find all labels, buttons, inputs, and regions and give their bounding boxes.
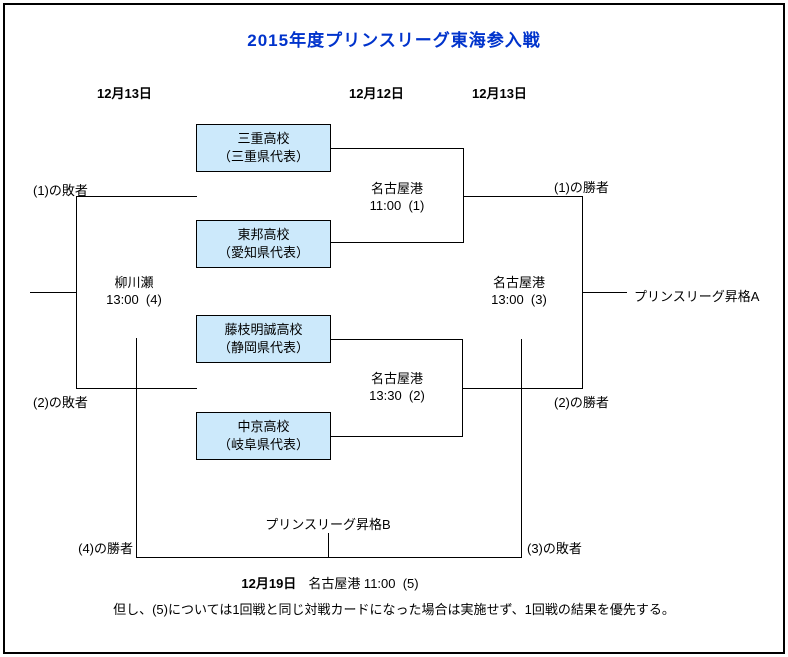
team-box-fujieda-meisei: 藤枝明誠高校 （静岡県代表） (196, 315, 331, 363)
m2-top-connector (331, 339, 463, 340)
match-time: 13:00 (4) (106, 292, 162, 307)
final-match-detail: 名古屋港 11:00 (5) (308, 576, 419, 591)
match-2-label: 名古屋港 13:30 (2) (332, 370, 462, 404)
round-date-left: 12月13日 (97, 86, 152, 101)
match-venue: 名古屋港 (370, 181, 423, 196)
match-1-label: 名古屋港 11:00 (1) (332, 180, 462, 214)
team-box-chukyo: 中京高校 （岐阜県代表） (196, 412, 331, 460)
page-title: 2015年度プリンスリーグ東海参入戦 (247, 31, 541, 50)
match-venue: 柳川瀬 (114, 275, 154, 290)
round-date-right: 12月13日 (472, 86, 527, 101)
team-box-toho: 東邦高校 （愛知県代表） (196, 220, 331, 268)
label-winner-2: (2)の勝者 (554, 395, 609, 410)
team-name: 藤枝明誠高校 (224, 322, 303, 337)
label-winner-4: (4)の勝者 (78, 541, 133, 556)
m4-output-stub (30, 292, 77, 293)
label-loser-2: (2)の敗者 (33, 395, 88, 410)
footnote: 但し、(5)については1回戦と同じ対戦カードになった場合は実施せず、1回戦の結果… (113, 602, 675, 617)
m1-output-connector (463, 196, 583, 197)
team-rep: （岐阜県代表） (217, 437, 309, 452)
match-3-label: 名古屋港 13:00 (3) (454, 274, 584, 308)
promotion-a-label: プリンスリーグ昇格A (634, 289, 760, 304)
outer-border (3, 3, 785, 654)
team-box-mie: 三重高校 （三重県代表） (196, 124, 331, 172)
label-loser-3: (3)の敗者 (527, 541, 582, 556)
m4-top-connector (76, 196, 197, 197)
team-name: 三重高校 (237, 131, 290, 146)
match-time: 11:00 (1) (369, 198, 425, 213)
m5-right-drop (521, 339, 522, 558)
team-rep: （静岡県代表） (217, 340, 309, 355)
promotion-b-label: プリンスリーグ昇格B (265, 517, 391, 532)
match-venue: 名古屋港 (492, 275, 545, 290)
m2-output-connector (462, 388, 583, 389)
m1-bottom-connector (331, 242, 464, 243)
round-date-middle: 12月12日 (349, 86, 404, 101)
m5-promo-riser (328, 533, 329, 558)
label-winner-1: (1)の勝者 (554, 180, 609, 195)
match-time: 13:30 (2) (369, 388, 425, 403)
m5-left-drop (136, 338, 137, 558)
m5-bottom-line (136, 557, 522, 558)
team-name: 東邦高校 (237, 227, 290, 242)
final-match-info: 12月19日名古屋港 11:00 (5) (0, 573, 660, 592)
match-venue: 名古屋港 (370, 371, 423, 386)
match-time: 13:00 (3) (491, 292, 547, 307)
m1-vertical (463, 148, 464, 243)
final-match-date: 12月19日 (241, 576, 297, 591)
m3-output-stub (582, 292, 627, 293)
team-rep: （三重県代表） (217, 149, 309, 164)
match-4-label: 柳川瀬 13:00 (4) (69, 274, 199, 308)
m2-bottom-connector (331, 436, 463, 437)
m1-top-connector (331, 148, 464, 149)
team-name: 中京高校 (237, 419, 290, 434)
label-loser-1: (1)の敗者 (33, 183, 88, 198)
team-rep: （愛知県代表） (217, 245, 309, 260)
